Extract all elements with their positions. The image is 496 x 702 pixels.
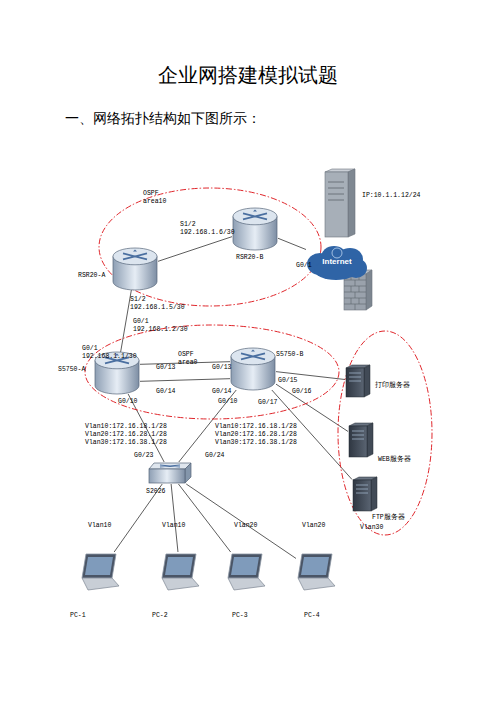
- access-switch-node: S2026: [148, 462, 192, 484]
- device-label: S5750-B: [276, 351, 303, 359]
- link-line: [171, 484, 178, 552]
- internet-server: IP:10.1.1.12/24: [324, 168, 356, 238]
- server-symbol: [353, 477, 377, 511]
- port-label: G0/14: [156, 388, 176, 396]
- port-label: G0/14: [212, 388, 232, 396]
- cloud-symbol: [307, 246, 367, 280]
- node-outline: [112, 248, 158, 290]
- node-outline: [352, 476, 378, 512]
- device-label: RSR20-B: [236, 254, 263, 262]
- l3-switch-node: S5750-B: [230, 348, 276, 390]
- link-line: [186, 484, 296, 558]
- device-label: PC-3: [232, 612, 248, 620]
- node-outline: [80, 552, 120, 592]
- vlan-address-block: Vlan10:172.16.18.1/28 Vlan20:172.16.28.1…: [85, 423, 171, 446]
- port-label: G0/15: [278, 377, 298, 385]
- internet-cloud: Internet: [306, 244, 368, 280]
- device-label: PC-2: [152, 612, 168, 620]
- section-heading: 一、网络拓扑结构如下图所示：: [65, 110, 261, 127]
- port-label: G0/24: [205, 452, 225, 460]
- ospf-area-ellipse: OSPF area10RSR20-B RSR20-A: [98, 187, 322, 307]
- node-outline: [348, 422, 374, 458]
- laptop-symbol: [298, 554, 335, 590]
- router-symbol: [95, 352, 139, 394]
- link-line: [121, 290, 132, 352]
- device-label: PC-1: [70, 612, 86, 620]
- device-label: PC-4: [304, 612, 320, 620]
- port-label: G0/10: [118, 398, 138, 406]
- node-outline: [148, 462, 192, 484]
- node-outline: [160, 552, 200, 592]
- vlan-label: Vlan20: [234, 522, 257, 530]
- device-label: WEB服务器: [378, 456, 411, 464]
- pc-node: Vlan20PC-4: [296, 552, 336, 592]
- server-symbol: [349, 423, 373, 457]
- pc-node: Vlan10PC-2: [160, 552, 200, 592]
- link-line: [140, 379, 230, 382]
- port-label: G0/13: [156, 364, 176, 372]
- router-node: RSR20-A: [112, 248, 158, 290]
- laptop-symbol: [82, 554, 119, 590]
- router-node: RSR20-B: [232, 208, 278, 250]
- device-label: S5750-A: [58, 366, 85, 374]
- node-outline: [296, 552, 336, 592]
- node-outline: [230, 348, 276, 390]
- node-outline: [345, 364, 371, 398]
- server-symbol: [346, 365, 370, 397]
- tower-symbol: [325, 169, 355, 237]
- node-outline: [232, 208, 278, 250]
- router-symbol: [113, 248, 157, 290]
- router-symbol: [233, 208, 277, 250]
- ellipse-symbol: [338, 331, 432, 535]
- port-label: G0/1: [296, 262, 312, 270]
- port-label: G0/10: [218, 398, 238, 406]
- laptop-symbol: [228, 554, 265, 590]
- laptop-symbol: [162, 554, 199, 590]
- device-label: RSR20-A: [78, 272, 105, 280]
- link-line: [158, 237, 232, 262]
- port-label: G0/17: [258, 399, 278, 407]
- port-label: G0/1 192.168.1.1/30: [82, 345, 141, 361]
- port-label: S1/2 192.168.1.5/30: [130, 296, 189, 312]
- port-label: G0/16: [292, 388, 312, 396]
- device-label: FTP服务器: [372, 514, 405, 522]
- ellipse-symbol: [99, 188, 321, 306]
- pc-node: Vlan10PC-1: [80, 552, 120, 592]
- switch-symbol: [149, 463, 191, 483]
- page-title: 企业网搭建模拟试题: [0, 62, 496, 89]
- ospf-area-ellipse: OSPF area0S5750-AS5750-B: [84, 324, 340, 420]
- device-label: OSPF area0: [178, 351, 199, 367]
- port-label: G0/23: [134, 452, 154, 460]
- router-symbol: [231, 348, 275, 390]
- vlan-label: Vlan10: [162, 522, 185, 530]
- device-label: IP:10.1.1.12/24: [362, 192, 421, 200]
- port-label: G0/1 192.168.1.2/30: [133, 318, 192, 334]
- node-outline: [226, 552, 266, 592]
- ellipse-symbol: [85, 325, 339, 419]
- device-label: Vlan30: [360, 524, 383, 532]
- device-label: Internet: [306, 257, 368, 267]
- server-node: FTP服务器: [352, 476, 378, 512]
- port-label: S1/2 192.168.1.6/30: [180, 221, 239, 237]
- link-line: [278, 238, 306, 249]
- device-label: S2026: [146, 488, 166, 496]
- device-label: 打印服务器: [375, 382, 410, 390]
- server-node: 打印服务器: [345, 364, 371, 398]
- vlan-label: Vlan20: [302, 522, 325, 530]
- port-label: G0/13: [212, 364, 232, 372]
- pc-node: Vlan20PC-3: [226, 552, 266, 592]
- server-node: WEB服务器: [348, 422, 374, 458]
- device-label: OSPF area10: [143, 190, 168, 206]
- link-line: [178, 484, 230, 552]
- node-outline: [324, 168, 356, 238]
- vlan-address-block: Vlan10:172.16.18.1/28 Vlan20:172.16.28.1…: [215, 423, 301, 446]
- vlan-label: Vlan10: [88, 522, 111, 530]
- server-group-ellipse: Vlan30 打印服务器 WEB服务器 FTP服务器: [337, 330, 433, 536]
